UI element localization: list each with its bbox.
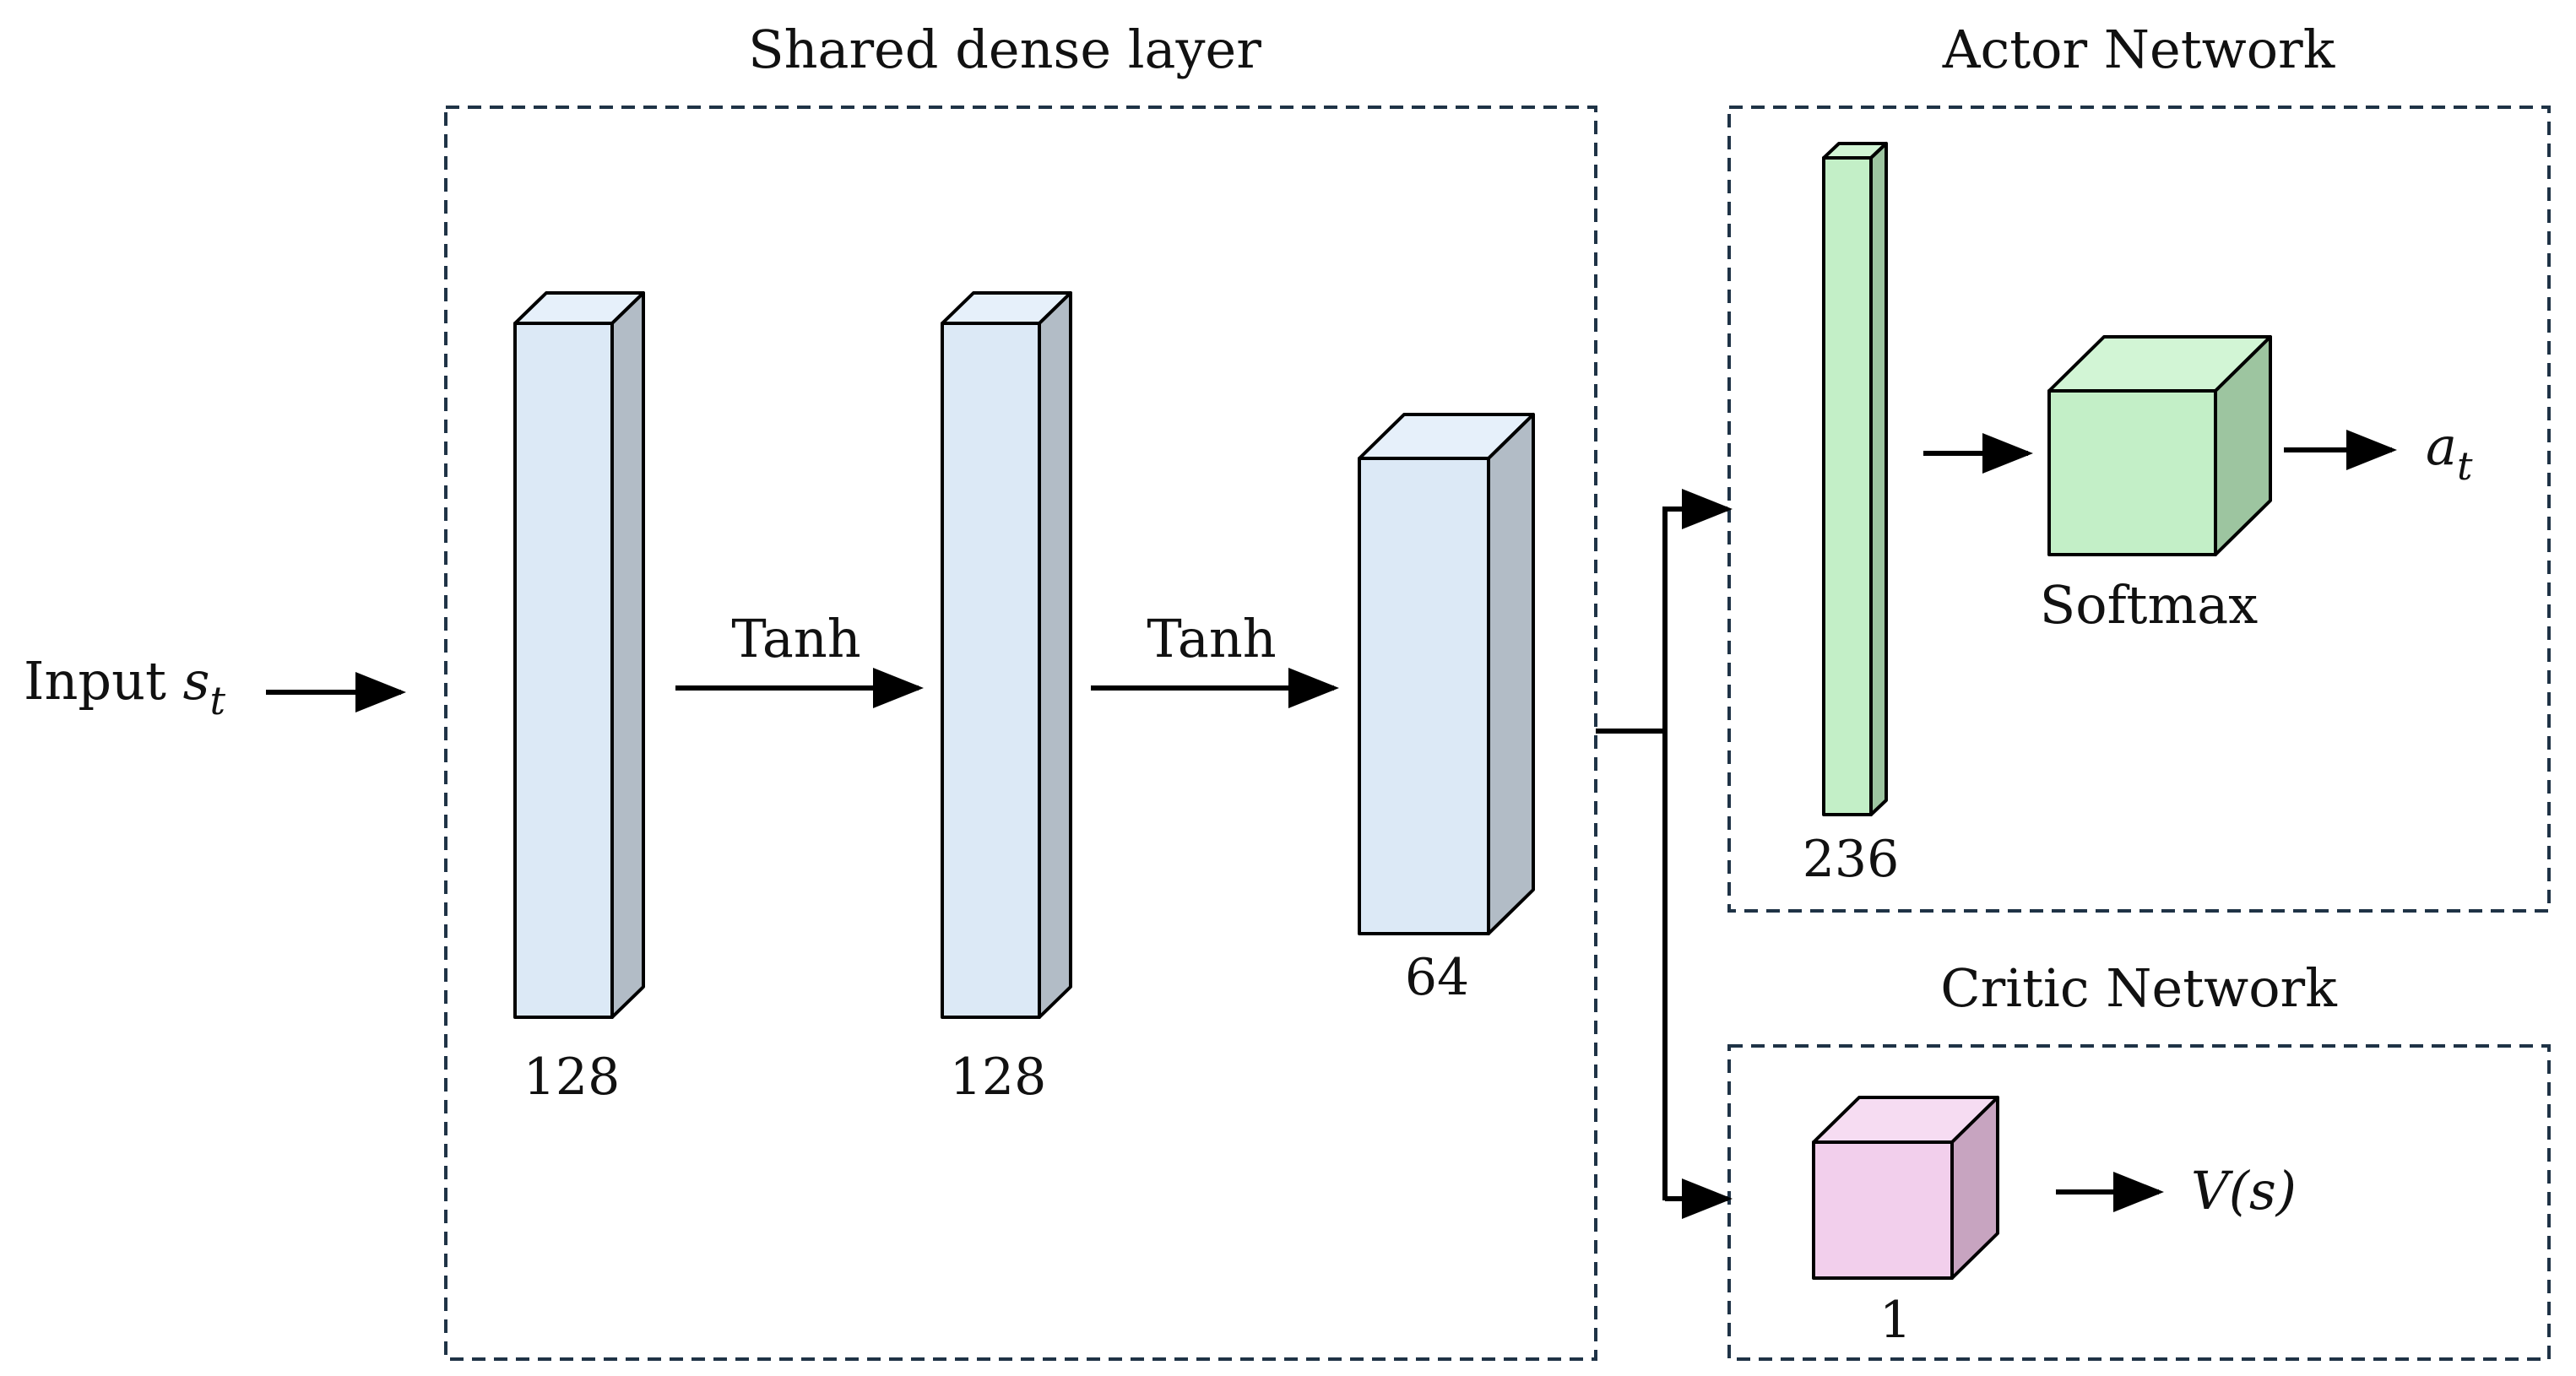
critic-dense-block-front-face bbox=[1812, 1140, 1954, 1280]
action-output-label: at bbox=[2426, 415, 2473, 489]
actor-dense-block bbox=[1822, 142, 1888, 816]
dense-3-block-front-face bbox=[1358, 457, 1490, 935]
activation-label-1: Tanh bbox=[731, 608, 860, 669]
actor-dense-block-front-face bbox=[1822, 156, 1873, 816]
critic-dense-units: 1 bbox=[1879, 1291, 1912, 1350]
dense-1-block-front-face bbox=[513, 322, 614, 1019]
branch-connector bbox=[1596, 507, 1668, 1200]
dense-3-units: 64 bbox=[1405, 948, 1469, 1007]
input-subscript: t bbox=[210, 678, 226, 723]
dense-3-block bbox=[1358, 413, 1535, 935]
value-output-label: V(s) bbox=[2191, 1160, 2297, 1222]
input-label-text: Input bbox=[24, 650, 183, 712]
action-symbol: a bbox=[2426, 415, 2457, 477]
activation-label-2: Tanh bbox=[1147, 608, 1276, 669]
softmax-block bbox=[2047, 335, 2272, 556]
action-subscript: t bbox=[2457, 443, 2473, 489]
actor-dense-block-side-face bbox=[1869, 142, 1888, 816]
softmax-block-front-face bbox=[2047, 389, 2217, 556]
critic-network-title: Critic Network bbox=[1940, 957, 2337, 1019]
shared-layer-box bbox=[444, 106, 1597, 1361]
critic-dense-block bbox=[1812, 1096, 1999, 1280]
dense-3-block-side-face bbox=[1487, 413, 1535, 935]
dense-1-block-side-face bbox=[610, 291, 645, 1019]
layer-blocks bbox=[513, 142, 2272, 1280]
actor-network-title: Actor Network bbox=[1942, 19, 2335, 80]
input-symbol: s bbox=[183, 650, 210, 712]
dense-2-block bbox=[941, 291, 1072, 1019]
input-label: Input st bbox=[24, 650, 226, 723]
actor-dense-units: 236 bbox=[1803, 830, 1900, 889]
softmax-label: Softmax bbox=[2040, 574, 2258, 636]
dense-2-units: 128 bbox=[950, 1048, 1047, 1107]
dense-2-block-front-face bbox=[941, 322, 1041, 1019]
dense-1-block bbox=[513, 291, 645, 1019]
dense-2-block-side-face bbox=[1038, 291, 1072, 1019]
shared-layer-title: Shared dense layer bbox=[748, 19, 1261, 80]
dense-1-units: 128 bbox=[523, 1048, 621, 1107]
